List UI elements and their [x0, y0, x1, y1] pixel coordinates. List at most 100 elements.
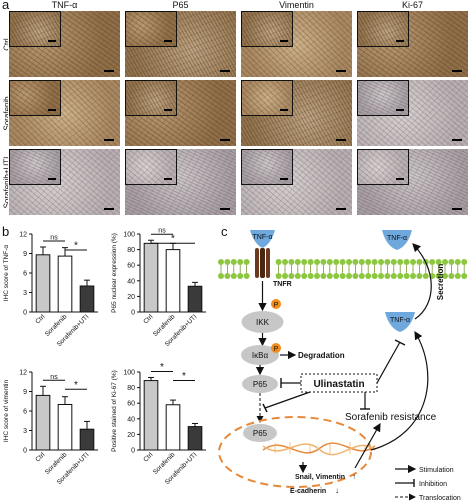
snail-up-arrow: ↑ — [352, 472, 356, 481]
legend: Stimulation Inhibition Translocation — [395, 464, 461, 502]
tnf-secreted-shape — [382, 230, 412, 250]
ihc-image-ctrl-vimentin — [240, 10, 353, 78]
ikk-node — [241, 311, 284, 333]
membrane-lipid — [224, 259, 231, 265]
membrane-lipid — [326, 273, 333, 279]
y-tick-label: 100 — [123, 370, 135, 377]
membrane-lipid — [314, 273, 320, 279]
ihc-image-sorafenib-tnf — [8, 79, 121, 147]
bar-2 — [79, 285, 95, 313]
membrane-lipid — [416, 259, 423, 265]
bar-2 — [79, 428, 95, 451]
legend-stimulation-label: Stimulation — [419, 467, 454, 474]
scale-bar — [164, 40, 172, 42]
membrane-lipid — [422, 273, 429, 279]
membrane-lipid — [448, 273, 455, 279]
scale-bar — [336, 70, 346, 72]
y-tick-label: 6 — [23, 271, 27, 278]
y-tick-label: 12 — [19, 370, 27, 377]
y-tick-label: 3 — [23, 290, 27, 297]
ihc-image-sorafenib-uti-ki67 — [356, 148, 469, 216]
scale-bar — [104, 70, 114, 72]
significance-label: * — [74, 380, 78, 391]
panel-a: a TNF-α P65 Vimentin Ki-67 Ctrl Sorafeni… — [0, 0, 474, 216]
ecadherin-down-arrow: ↓ — [335, 486, 339, 495]
inset-zoom — [9, 80, 61, 116]
legend-translocation-label: Translocation — [419, 495, 461, 502]
membrane-lipid — [218, 273, 224, 279]
y-tick-label: 40 — [127, 416, 135, 423]
scale-bar — [336, 139, 346, 141]
tnf-secreted-label: TNF-α — [387, 235, 407, 242]
bar-1 — [165, 249, 181, 313]
arrow-nucleus-tnf — [370, 330, 429, 451]
y-tick-label: 40 — [127, 278, 135, 285]
y-tick-label: 60 — [127, 263, 135, 270]
p65-nucleus-label: P65 — [253, 429, 268, 438]
scale-bar — [220, 139, 230, 141]
scale-bar — [164, 109, 172, 111]
membrane-lipid — [301, 273, 308, 279]
ihc-image-ctrl-p65 — [124, 10, 237, 78]
phospho-label-2: P — [274, 346, 279, 353]
membrane-lipid — [301, 259, 308, 265]
y-tick-label: 60 — [127, 401, 135, 408]
inhibit-ulinastatin-tnf — [376, 341, 401, 384]
legend-inhibition-label: Inhibition — [419, 481, 447, 488]
bar-1 — [57, 404, 73, 451]
bar-2 — [187, 426, 203, 451]
membrane-lipid — [275, 259, 282, 265]
tnf-ligand-shape — [250, 230, 275, 248]
scale-bar — [452, 208, 462, 210]
membrane-lipid — [461, 273, 468, 279]
panel-c-letter: c — [221, 224, 228, 239]
membrane-lipid — [461, 259, 468, 265]
membrane-lipid — [435, 273, 442, 279]
y-tick-label: 9 — [23, 251, 27, 258]
y-tick-label: 20 — [127, 294, 135, 301]
membrane-lipid — [243, 273, 250, 279]
membrane-lipid — [448, 259, 455, 265]
inset-zoom — [9, 11, 61, 47]
p65-cytoplasm-node — [242, 375, 278, 393]
tnf-top-label: TNF-α — [253, 234, 273, 241]
scale-bar — [452, 139, 462, 141]
membrane-lipid — [346, 259, 352, 265]
significance-label: ns — [50, 374, 58, 381]
significance-label: ns — [50, 235, 58, 242]
ikba-label: IκBα — [252, 351, 269, 360]
membrane-lipid — [282, 273, 288, 279]
scale-bar — [396, 178, 404, 180]
membrane-lipid — [442, 259, 448, 265]
membrane-lipid — [365, 273, 372, 279]
membrane-lipid — [326, 259, 333, 265]
bar-0 — [35, 254, 51, 313]
ihc-image-sorafenib-ki67 — [356, 79, 469, 147]
y-tick-label: 80 — [127, 247, 135, 254]
y-axis-label: IHC score of vimentin — [3, 380, 10, 443]
membrane-lipid — [397, 259, 404, 265]
arrow-secretion — [412, 243, 432, 320]
membrane-lipid — [314, 259, 320, 265]
phospho-label-1: P — [274, 302, 279, 309]
scale-bar — [104, 208, 114, 210]
scale-bar — [280, 109, 288, 111]
x-tick-label: Ctrl — [34, 451, 46, 463]
ihc-image-sorafenib-p65 — [124, 79, 237, 147]
membrane-lipid — [397, 273, 404, 279]
y-tick-label: 20 — [127, 432, 135, 439]
sorafenib-resistance-label: Sorafenib resistance — [345, 412, 437, 423]
scale-bar — [452, 70, 462, 72]
membrane-lipid — [237, 259, 244, 265]
y-tick-label: 0 — [131, 310, 135, 317]
membrane-lipid — [346, 273, 352, 279]
scale-bar — [396, 40, 404, 42]
ikba-node — [241, 345, 279, 365]
y-tick-label: 3 — [23, 428, 27, 435]
inset-zoom — [357, 11, 409, 47]
significance-label: ns — [158, 228, 166, 235]
ihc-image-sorafenib-uti-p65 — [124, 148, 237, 216]
column-header-ki67: Ki-67 — [401, 0, 423, 10]
